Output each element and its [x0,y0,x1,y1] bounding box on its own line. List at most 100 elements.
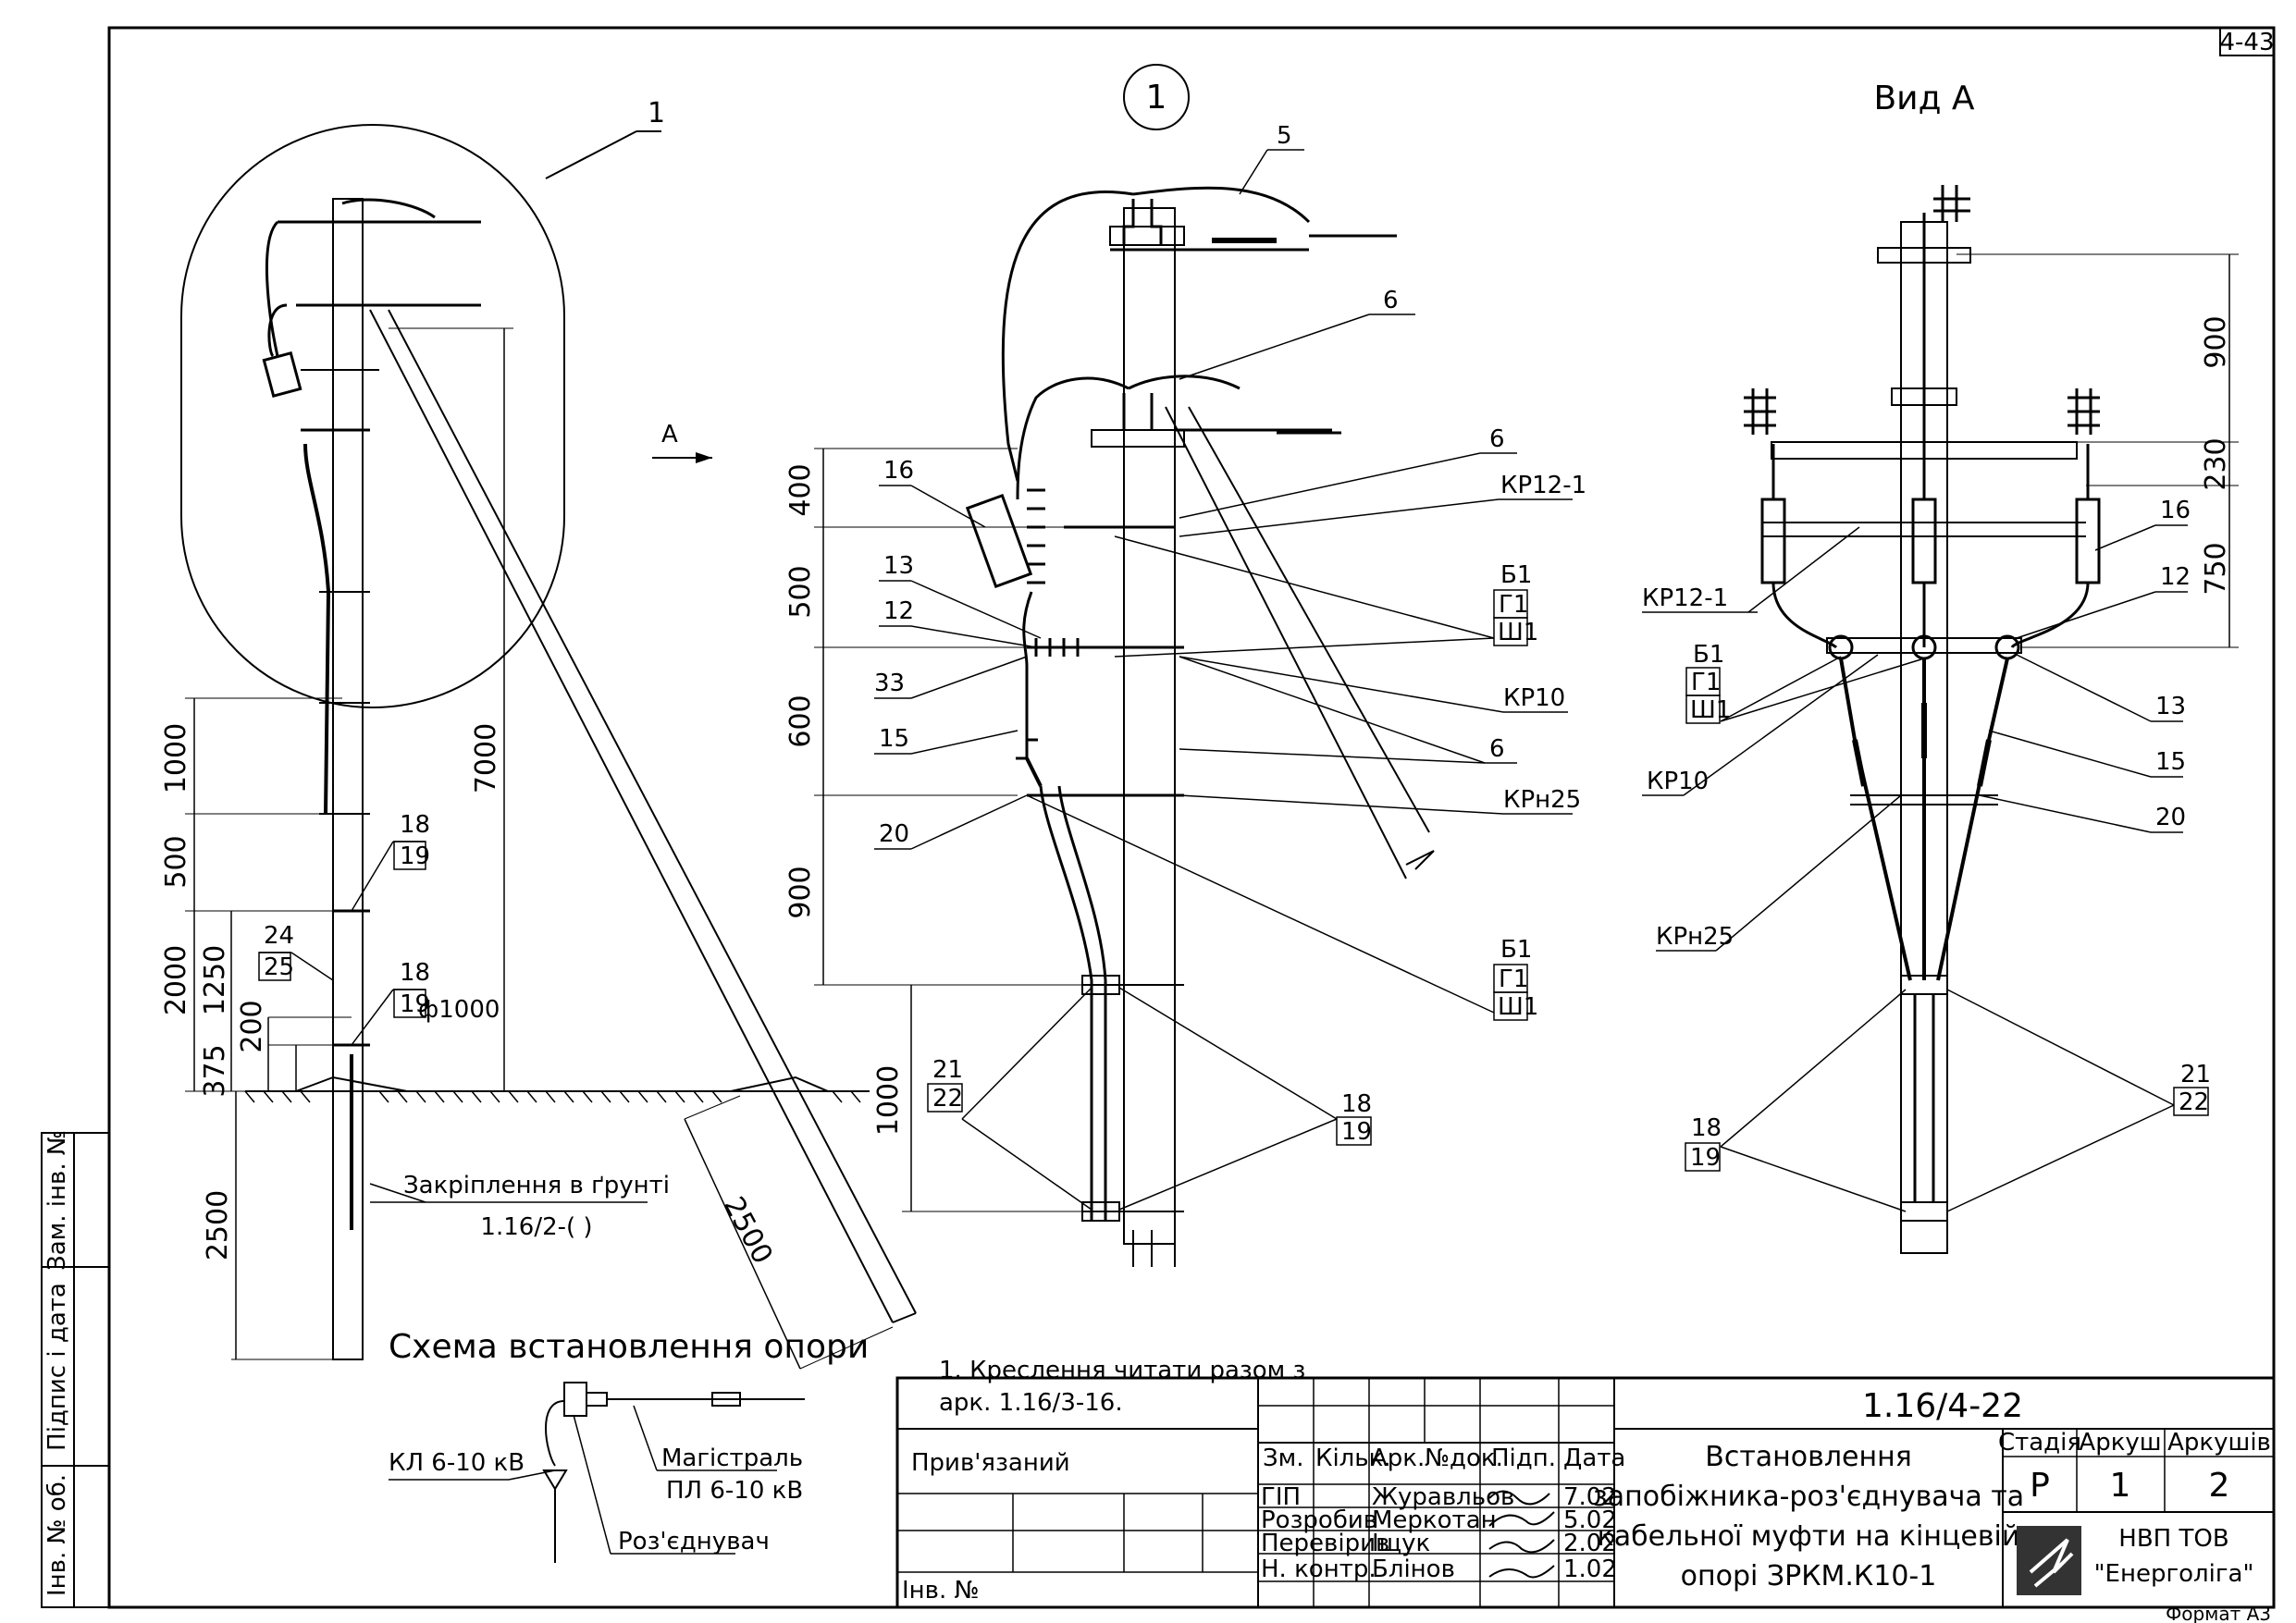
detail-oval [180,124,565,708]
tb-date-2: 2.02 [1563,1530,1617,1557]
ground-note-2: 1.16/2-( ) [480,1213,592,1241]
tb-h-zm: Зм. [1263,1445,1304,1472]
label-19a: 19 [400,842,430,870]
scheme-disconnector: Роз'єднувач [618,1528,770,1555]
strut-middle [1165,406,1407,879]
label-krn25: КРн25 [1503,786,1581,814]
dim-200: 200 [236,1000,268,1052]
label-kr10-right: КР10 [1647,768,1709,795]
tb-h-doc: №док. [1425,1445,1503,1472]
note-line-1: 1. Креслення читати разом з [939,1357,1305,1384]
tb-h-pidp: Підп. [1491,1445,1556,1472]
dim-600: 600 [784,695,817,747]
tb-date-1: 5.02 [1563,1506,1617,1534]
stack1-g1: Г1 [1499,591,1528,619]
tb-role-0: ГІП [1261,1483,1301,1511]
tb-name-2: Іщук [1372,1530,1430,1557]
arrow-a-label: А [661,421,678,449]
label-15: 15 [879,725,909,753]
dim-1000: 1000 [160,723,192,793]
tb-org-2: "Енерголіга" [2094,1560,2254,1588]
label-5: 5 [1277,122,1292,150]
tb-title-line-2: кабельної муфти на кінцевій [1598,1520,2020,1553]
dim-1000-mid: 1000 [872,1065,905,1136]
tb-title-line-1: запобіжника-роз'єднувача та [1593,1481,2024,1513]
note-line-2: арк. 1.16/3-16. [939,1389,1123,1417]
label-22-mid: 22 [932,1085,963,1113]
side-stamp: Інв. № об. Підпис і дата Зам. інв. № [41,1130,110,1608]
tb-bound: Прив'язаний [911,1449,1070,1477]
middle-right-labels: 5 6 6 КР12-1 КР10 6 КРн25 Б1 Г1 Ш1 Б1 [1026,122,1586,1021]
tb-name-1: Меркотан [1372,1506,1497,1534]
sheet-corner-number: 4-43 [2219,29,2274,56]
signature-0 [1488,1490,1550,1506]
tb-title-line-3: опорі ЗРКМ.К10-1 [1681,1560,1937,1592]
tb-date-0: 7.02 [1563,1483,1617,1511]
dim-2500-strut: 2500 [717,1192,779,1270]
strut-left [369,309,894,1323]
label-19-mid: 19 [1341,1118,1372,1146]
tb-sheets-h: Аркушів [2167,1429,2271,1457]
label-15-right: 15 [2155,748,2186,776]
installation-scheme: Схема встановлення опори КЛ 6-10 кВ Магі… [389,1328,869,1563]
dim-2000: 2000 [160,945,192,1015]
stack2-b1: Б1 [1500,936,1532,964]
tb-inv-no: Інв. № [902,1577,980,1605]
side-stamp-inv: Інв. № об. [43,1474,71,1596]
tb-role-3: Н. контр. [1261,1555,1376,1583]
tb-sheets: 2 [2209,1467,2230,1505]
dim-900: 900 [784,866,817,918]
tb-org-1: НВП ТОВ [2118,1525,2228,1553]
label-19-right: 19 [1690,1144,1721,1172]
side-stamp-repl: Зам. інв. № [43,1130,71,1271]
tb-h-data: Дата [1563,1445,1625,1472]
scheme-cable-line: КЛ 6-10 кВ [389,1449,525,1477]
dim-750: 750 [2200,542,2232,595]
scheme-main-line-1: Магістраль [661,1445,803,1472]
label-24: 24 [264,922,294,950]
detail-marker-number: 1 [1146,79,1167,117]
callout-1-label: 1 [648,97,665,129]
stack-right-b1: Б1 [1693,641,1724,669]
middle-left-labels: 16 13 12 33 15 20 [874,457,1042,850]
label-13-right: 13 [2155,693,2186,720]
middle-view: 1 [784,64,1586,1267]
label-18b: 18 [400,959,430,987]
label-20: 20 [879,820,909,848]
label-16-right: 16 [2160,497,2191,524]
ground-note-1: Закріплення в ґрунті [403,1172,670,1199]
label-kr10: КР10 [1503,684,1565,712]
label-20-right: 20 [2155,804,2186,831]
label-21-right: 21 [2180,1061,2211,1088]
label-18-mid: 18 [1341,1090,1372,1118]
side-stamp-sign: Підпис і дата [43,1283,71,1451]
dim-400: 400 [784,463,817,516]
scheme-main-line-2: ПЛ 6-10 кВ [666,1477,803,1505]
tb-role-1: Розробив [1261,1506,1377,1534]
stack-right-g1: Г1 [1691,669,1721,696]
label-18-right: 18 [1691,1114,1722,1142]
label-6a: 6 [1383,287,1399,314]
signature-1 [1488,1511,1555,1527]
tb-role-2: Перевірив [1261,1530,1389,1557]
tb-stage: Р [2030,1467,2050,1505]
tb-h-kilk: Кільк. [1315,1445,1391,1472]
right-view: Вид А [1642,80,2239,1254]
stack2-sh1: Ш1 [1498,993,1538,1021]
label-19b: 19 [400,990,430,1018]
tb-doc-code: 1.16/4-22 [1862,1387,2023,1425]
tb-title-line-0: Встановлення [1705,1441,1912,1473]
label-kr12-1-right: КР12-1 [1642,584,1728,612]
label-18a: 18 [400,811,430,839]
label-krn25-right: КРн25 [1656,923,1734,951]
scheme-title: Схема встановлення опори [389,1328,869,1366]
label-12-right: 12 [2160,563,2191,591]
dim-900-right: 900 [2200,315,2232,368]
dim-375: 375 [199,1044,231,1097]
label-22-right: 22 [2179,1088,2209,1116]
view-a-title: Вид А [1873,80,1974,117]
label-diameter: ф1000 [418,996,500,1024]
tb-date-3: 1.02 [1563,1555,1617,1583]
tb-stage-h: Стадія [1998,1429,2081,1457]
org-logo [2017,1526,2081,1595]
